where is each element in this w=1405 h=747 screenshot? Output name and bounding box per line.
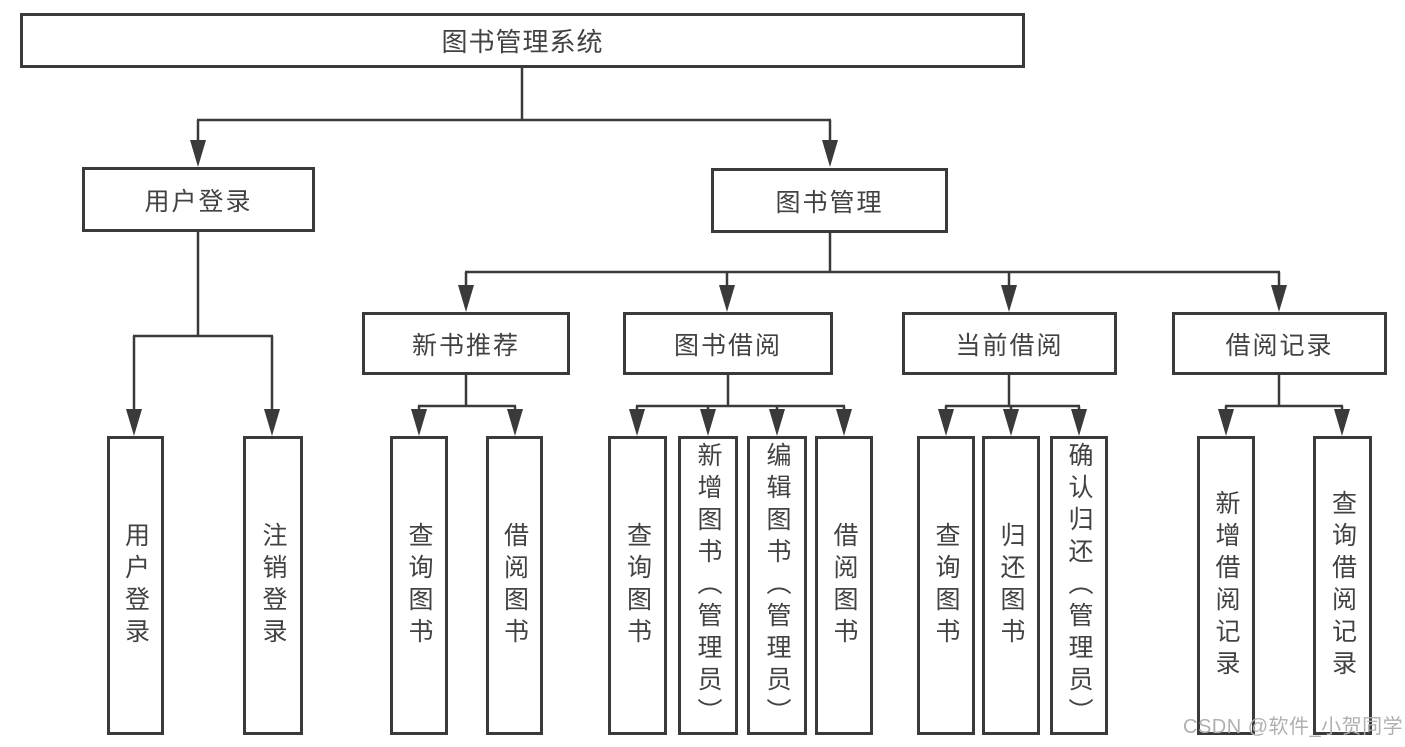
node-book-management: 图书管理 (711, 168, 948, 233)
node-leaf-newbook-query-books: 查询图书 (390, 436, 448, 735)
node-leaf-add-borrow-record: 新增借阅记录 (1197, 436, 1255, 735)
node-leaf-add-books-admin: 新增图书（管理员） (678, 436, 738, 735)
node-leaf-borrowing-borrow-books: 借阅图书 (815, 436, 873, 735)
node-leaf-newbook-borrow-books: 借阅图书 (486, 436, 543, 735)
node-leaf-borrowing-query-books: 查询图书 (608, 436, 667, 735)
node-user-login: 用户登录 (82, 167, 315, 232)
node-new-book-recommend: 新书推荐 (362, 312, 570, 375)
csdn-watermark: CSDN @软件_小贺同学 (1183, 716, 1404, 738)
node-leaf-logout: 注销登录 (243, 436, 303, 735)
node-leaf-query-borrow-record: 查询借阅记录 (1313, 436, 1372, 735)
node-leaf-user-login: 用户登录 (107, 436, 164, 735)
node-leaf-current-query-books: 查询图书 (917, 436, 975, 735)
node-root: 图书管理系统 (20, 13, 1025, 68)
node-borrowing-records: 借阅记录 (1172, 312, 1387, 375)
node-current-borrowing: 当前借阅 (902, 312, 1117, 375)
node-book-borrowing: 图书借阅 (623, 312, 833, 375)
node-leaf-return-books: 归还图书 (982, 436, 1040, 735)
node-leaf-confirm-return-admin: 确认归还（管理员） (1050, 436, 1108, 735)
node-leaf-edit-books-admin: 编辑图书（管理员） (747, 436, 807, 735)
